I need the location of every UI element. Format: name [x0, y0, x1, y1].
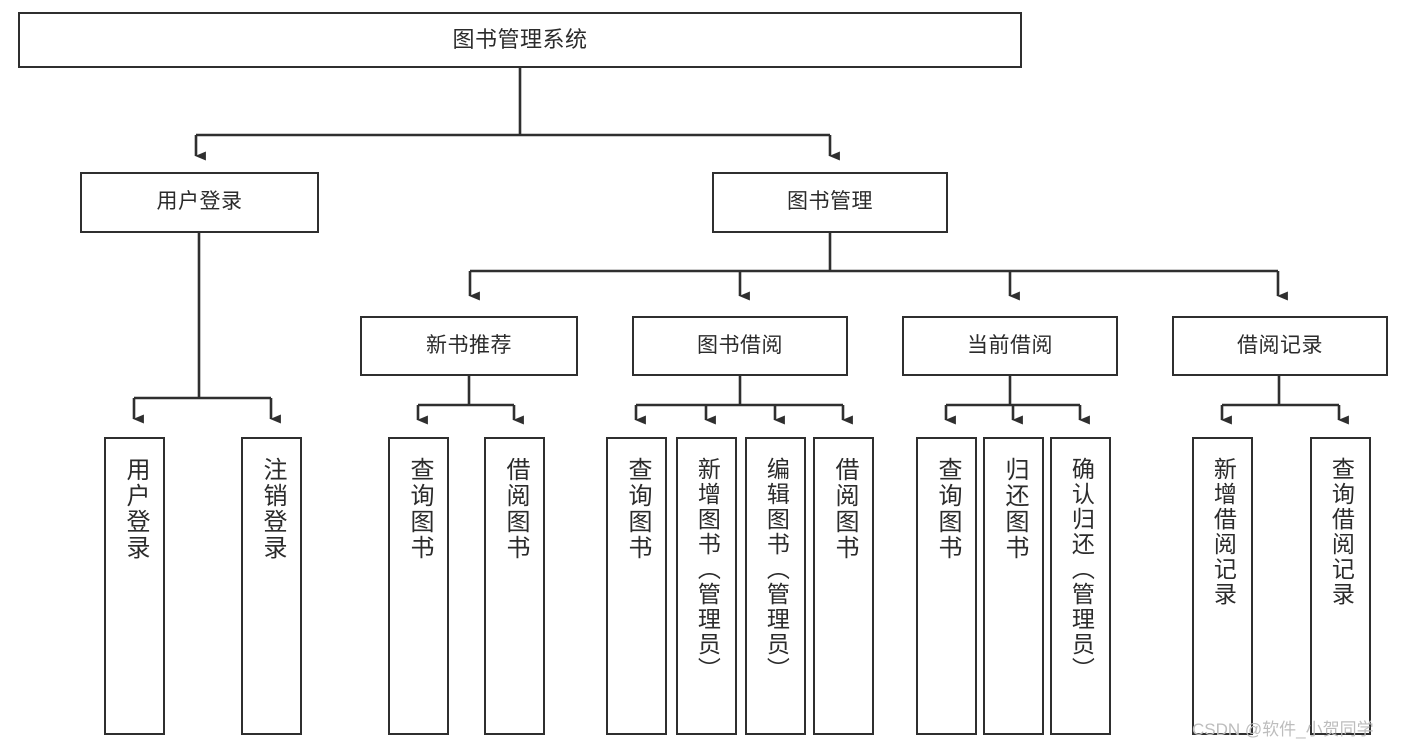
- node-label: 查询借阅记录: [1328, 457, 1355, 607]
- leaf-logout[interactable]: 注销登录: [241, 437, 302, 735]
- leaf-query-books-recommend[interactable]: 查询图书: [388, 437, 449, 735]
- leaf-edit-book-admin[interactable]: 编辑图书（管理员）: [745, 437, 806, 735]
- node-current-borrowing[interactable]: 当前借阅: [902, 316, 1118, 376]
- node-label: 图书管理系统: [452, 27, 588, 53]
- leaf-query-books-borrow[interactable]: 查询图书: [606, 437, 667, 735]
- node-label: 注销登录: [258, 457, 286, 561]
- leaf-borrow-books[interactable]: 借阅图书: [813, 437, 874, 735]
- leaf-return-books[interactable]: 归还图书: [983, 437, 1044, 735]
- leaf-user-login[interactable]: 用户登录: [104, 437, 165, 735]
- leaf-add-book-admin[interactable]: 新增图书（管理员）: [676, 437, 737, 735]
- node-label: 新增图书（管理员）: [694, 457, 721, 682]
- leaf-borrow-books-recommend[interactable]: 借阅图书: [484, 437, 545, 735]
- node-label: 借阅图书: [830, 457, 858, 561]
- node-label: 编辑图书（管理员）: [763, 457, 790, 682]
- node-label: 借阅记录: [1237, 333, 1323, 357]
- node-label: 新增借阅记录: [1210, 457, 1237, 607]
- node-label: 查询图书: [623, 457, 651, 561]
- node-label: 确认归还（管理员）: [1068, 457, 1095, 682]
- node-label: 查询图书: [933, 457, 961, 561]
- node-borrowing-record[interactable]: 借阅记录: [1172, 316, 1388, 376]
- node-label: 借阅图书: [501, 457, 529, 561]
- node-label: 归还图书: [1000, 457, 1028, 561]
- node-root-book-management-system[interactable]: 图书管理系统: [18, 12, 1022, 68]
- node-label: 图书借阅: [697, 333, 783, 357]
- leaf-query-books-current[interactable]: 查询图书: [916, 437, 977, 735]
- node-label: 用户登录: [156, 190, 243, 214]
- node-label: 新书推荐: [426, 333, 512, 357]
- node-label: 用户登录: [121, 457, 149, 561]
- leaf-add-borrow-record[interactable]: 新增借阅记录: [1192, 437, 1253, 735]
- node-book-borrowing[interactable]: 图书借阅: [632, 316, 848, 376]
- leaf-query-borrow-record[interactable]: 查询借阅记录: [1310, 437, 1371, 735]
- node-user-login[interactable]: 用户登录: [80, 172, 319, 233]
- node-label: 查询图书: [405, 457, 433, 561]
- node-label: 当前借阅: [967, 333, 1053, 357]
- node-label: 图书管理: [787, 190, 873, 214]
- leaf-confirm-return-admin[interactable]: 确认归还（管理员）: [1050, 437, 1111, 735]
- node-book-management[interactable]: 图书管理: [712, 172, 948, 233]
- node-new-book-recommendation[interactable]: 新书推荐: [360, 316, 578, 376]
